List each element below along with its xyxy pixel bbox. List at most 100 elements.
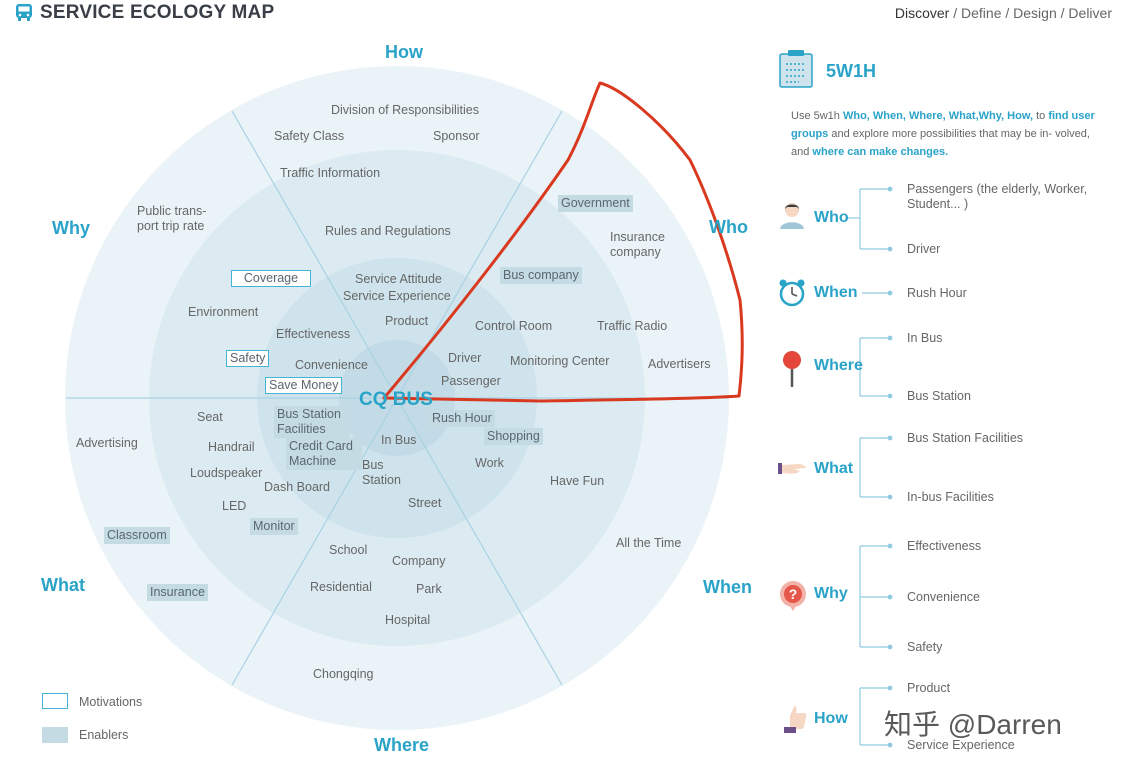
phase-separator: / <box>1001 5 1014 21</box>
how-item-product: Product <box>907 681 951 695</box>
label-park: Park <box>416 582 442 596</box>
bus-icon <box>16 4 32 21</box>
how-heading: How <box>814 710 848 727</box>
label-in-bus: In Bus <box>381 433 417 447</box>
center-label: CQ BUS <box>359 389 433 410</box>
question-icon: ? <box>780 581 806 611</box>
enabler-shopping: Shopping <box>484 428 543 445</box>
intro-text: and explore more possibilities that may … <box>791 128 1090 158</box>
label-service-attitude: Service Attitude <box>355 272 442 286</box>
label-control-room: Control Room <box>475 319 553 333</box>
label-loudspeaker: Loudspeaker <box>190 466 263 480</box>
label-safety-class: Safety Class <box>274 129 345 143</box>
label-insurance-company-line2: company <box>610 245 661 259</box>
enabler-government: Government <box>558 195 633 212</box>
why-item-effectiveness: Effectiveness <box>907 539 982 553</box>
phase-define: Define <box>961 5 1002 21</box>
how-item-service-experience: Service Experience <box>907 738 1015 752</box>
enabler-classroom: Classroom <box>104 527 170 544</box>
page-title: SERVICE ECOLOGY MAP <box>40 2 275 23</box>
motivation-save-money: Save Money <box>265 377 343 394</box>
label-handrail: Handrail <box>208 440 255 454</box>
intro-highlight: Who, When, Where, What,Why, How, <box>842 110 1034 122</box>
enabler-bus-station-facilities: Bus Station Facilities <box>274 406 350 438</box>
phase-separator: / <box>949 5 962 21</box>
label-passenger: Passenger <box>441 374 501 388</box>
label-effectiveness: Effectiveness <box>276 327 351 341</box>
label-driver: Driver <box>448 351 482 365</box>
who-item-driver: Driver <box>907 242 941 256</box>
motivation-safety: Safety <box>226 350 270 367</box>
label-traffic-information: Traffic Information <box>280 166 381 180</box>
legend-enablers-swatch <box>42 727 68 743</box>
enabler-credit-card-line1: Credit Card <box>289 439 353 453</box>
where-item-in-bus: In Bus <box>907 331 943 345</box>
label-rules: Rules and Regulations <box>325 224 451 238</box>
when-item-rush-hour: Rush Hour <box>907 286 967 300</box>
label-service-experience: Service Experience <box>343 289 451 303</box>
where-item-bus-station: Bus Station <box>907 389 971 403</box>
tree-connectors <box>848 186 893 748</box>
axis-when: When <box>703 577 752 597</box>
why-heading: Why <box>814 585 848 602</box>
svg-text:?: ? <box>789 586 798 602</box>
intro-highlight: find user groups <box>791 110 1095 140</box>
why-item-convenience: Convenience <box>907 590 980 604</box>
label-environment: Environment <box>188 305 259 319</box>
label-convenience: Convenience <box>295 358 368 372</box>
label-insurance-company-line1: Insurance <box>610 230 665 244</box>
label-bus-station-line2: Station <box>362 473 401 487</box>
intro-highlight: where can make changes. <box>812 146 949 158</box>
thumbs-up-icon <box>784 706 807 733</box>
legend-enablers-label: Enablers <box>79 728 129 742</box>
phase-separator: / <box>1056 5 1069 21</box>
label-public-rate-line1: Public trans- <box>137 204 207 218</box>
where-heading: Where <box>814 357 863 374</box>
label-dash-board: Dash Board <box>264 480 331 494</box>
panel-intro: Use 5w1h Who, When, Where, What,Why, How… <box>791 107 1106 161</box>
phase-deliver: Deliver <box>1068 5 1112 21</box>
enabler-bus-station-facilities-line1: Bus Station <box>277 407 341 421</box>
label-traffic-radio: Traffic Radio <box>597 319 668 333</box>
person-icon <box>780 203 804 229</box>
label-monitoring-center: Monitoring Center <box>510 354 610 368</box>
enabler-credit-card-machine: Credit Card Machine <box>286 438 362 470</box>
label-advertising: Advertising <box>76 436 138 450</box>
enabler-bus-station-facilities-line2: Facilities <box>277 422 326 436</box>
axis-who: Who <box>709 217 748 237</box>
notepad-icon <box>779 50 813 88</box>
label-residential: Residential <box>310 580 372 594</box>
motivation-coverage: Coverage <box>231 270 311 287</box>
label-hospital: Hospital <box>385 613 431 627</box>
label-product: Product <box>385 314 429 328</box>
enabler-credit-card-line2: Machine <box>289 454 337 468</box>
enabler-rush-hour: Rush Hour <box>429 410 495 427</box>
who-heading: Who <box>814 209 849 226</box>
axis-how: How <box>385 42 423 62</box>
label-have-fun: Have Fun <box>550 474 605 488</box>
who-item-passengers-line1: Passengers (the elderly, Worker, <box>907 182 1088 196</box>
panel-title: 5W1H <box>826 61 877 81</box>
label-led: LED <box>222 499 247 513</box>
label-work: Work <box>475 456 504 470</box>
alarm-clock-icon <box>779 279 805 307</box>
label-all-the-time: All the Time <box>616 536 682 550</box>
axis-why: Why <box>52 218 90 238</box>
when-heading: When <box>814 284 858 301</box>
phase-discover: Discover <box>894 5 950 21</box>
legend-motivations-label: Motivations <box>79 695 143 709</box>
label-sponsor: Sponsor <box>433 129 480 143</box>
enabler-monitor: Monitor <box>250 518 298 535</box>
label-company: Company <box>392 554 446 568</box>
label-chongqing: Chongqing <box>313 667 374 681</box>
who-item-passengers-line2: Student... ) <box>907 197 969 211</box>
label-bus-station-line1: Bus <box>362 458 384 472</box>
why-item-safety: Safety <box>907 640 943 654</box>
axis-what: What <box>41 575 85 595</box>
label-advertisers: Advertisers <box>648 357 711 371</box>
label-division: Division of Responsibilities <box>331 103 479 117</box>
intro-text: Use 5w1h <box>791 110 843 122</box>
phase-design: Design <box>1013 5 1057 21</box>
watermark: 知乎 @Darren <box>884 709 1062 740</box>
hand-icon <box>778 463 806 474</box>
